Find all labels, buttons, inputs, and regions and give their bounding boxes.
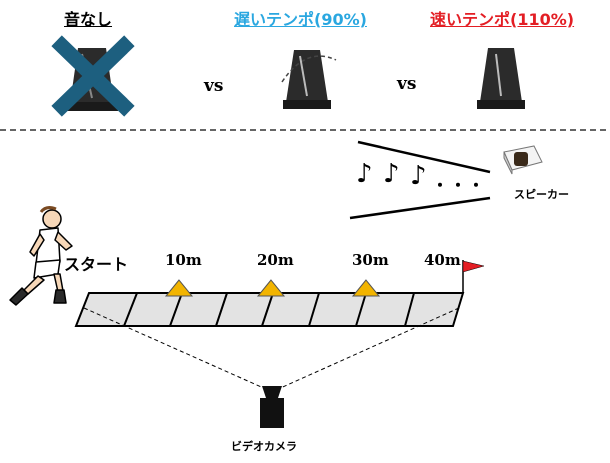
condition-label-silent: 音なし [64,10,113,29]
camera-label: ビデオカメラ [231,440,297,453]
condition-label-slow: 遅いテンポ(90%) [234,10,367,29]
music-note-icon: ♪ [410,161,427,191]
marker-10m-icon [164,279,194,297]
distance-label-20m: 20m [257,251,294,269]
ellipsis-dot: ・ [450,176,467,195]
runner-icon [9,206,73,306]
goal-flag-icon [462,260,485,292]
cross-icon [51,35,135,117]
speaker-icon [503,145,543,175]
sound-cone-top-line [357,140,491,174]
marker-20m-icon [256,279,286,297]
speaker-label: スピーカー [514,188,569,201]
ellipsis-dot: ・ [468,176,485,195]
distance-label-30m: 30m [352,251,389,269]
vs-label-1: vs [204,76,224,96]
camera-view-left-line [83,307,269,391]
camera-view-right-line [275,307,460,391]
music-note-icon: ♪ [356,159,373,189]
distance-label-10m: 10m [165,251,202,269]
sound-cone-bottom-line [349,196,491,220]
marker-30m-icon [351,279,381,297]
vs-label-2: vs [397,74,417,94]
metronome-slow-icon [281,50,337,109]
start-label: スタート [64,255,129,274]
ellipsis-dot: ・ [432,176,449,195]
distance-label-40m: 40m [424,251,461,269]
metronome-fast-icon [477,48,525,109]
track [74,292,465,327]
music-note-icon: ♪ [383,159,400,189]
video-camera-icon [260,386,284,428]
condition-label-fast: 速いテンポ(110%) [430,10,575,29]
